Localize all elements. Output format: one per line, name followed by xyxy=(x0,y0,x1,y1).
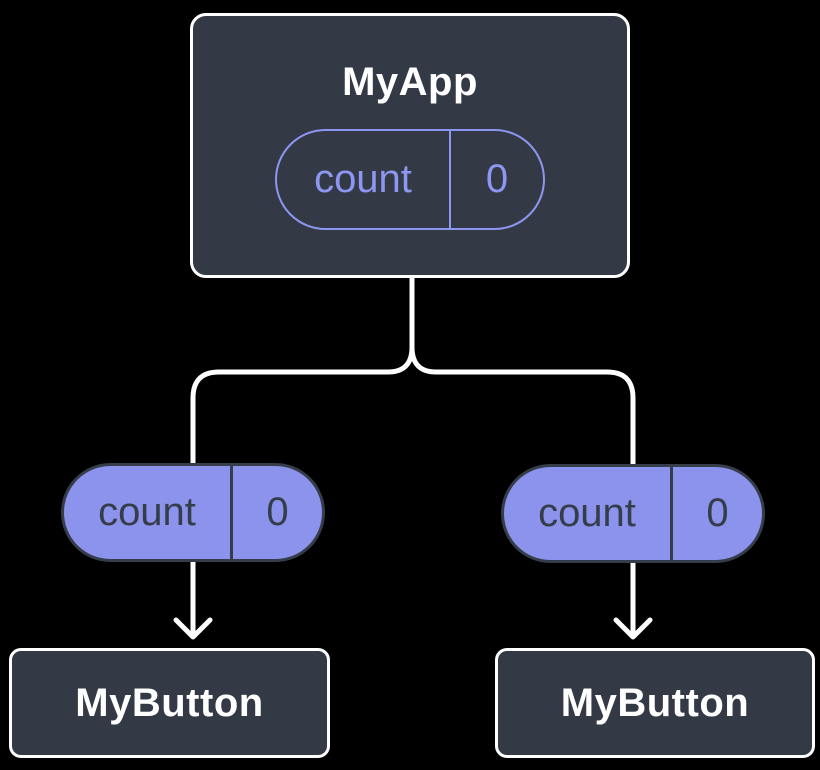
state-pill: count 0 xyxy=(275,129,545,230)
left-down-arrowhead-icon xyxy=(173,617,213,640)
left-child-component-node: MyButton xyxy=(9,648,330,758)
state-name-label: count xyxy=(277,131,451,228)
parent-component-node: MyApp count 0 xyxy=(190,13,630,278)
right-child-component-node: MyButton xyxy=(495,648,815,758)
right-child-component-title: MyButton xyxy=(560,680,750,725)
left-branch-line xyxy=(190,344,415,467)
state-value-label: 0 xyxy=(485,157,509,201)
parent-component-title: MyApp xyxy=(342,60,478,104)
right-prop-name-label: count xyxy=(504,467,673,560)
left-prop-pill: count 0 xyxy=(61,463,325,562)
right-down-arrowhead-icon xyxy=(613,617,653,640)
left-child-component-title: MyButton xyxy=(75,680,264,725)
right-prop-value-label: 0 xyxy=(706,491,729,535)
right-prop-pill: count 0 xyxy=(501,464,765,563)
left-prop-value-label: 0 xyxy=(266,490,289,534)
right-branch-line xyxy=(409,344,636,467)
left-prop-name-label: count xyxy=(64,466,233,559)
